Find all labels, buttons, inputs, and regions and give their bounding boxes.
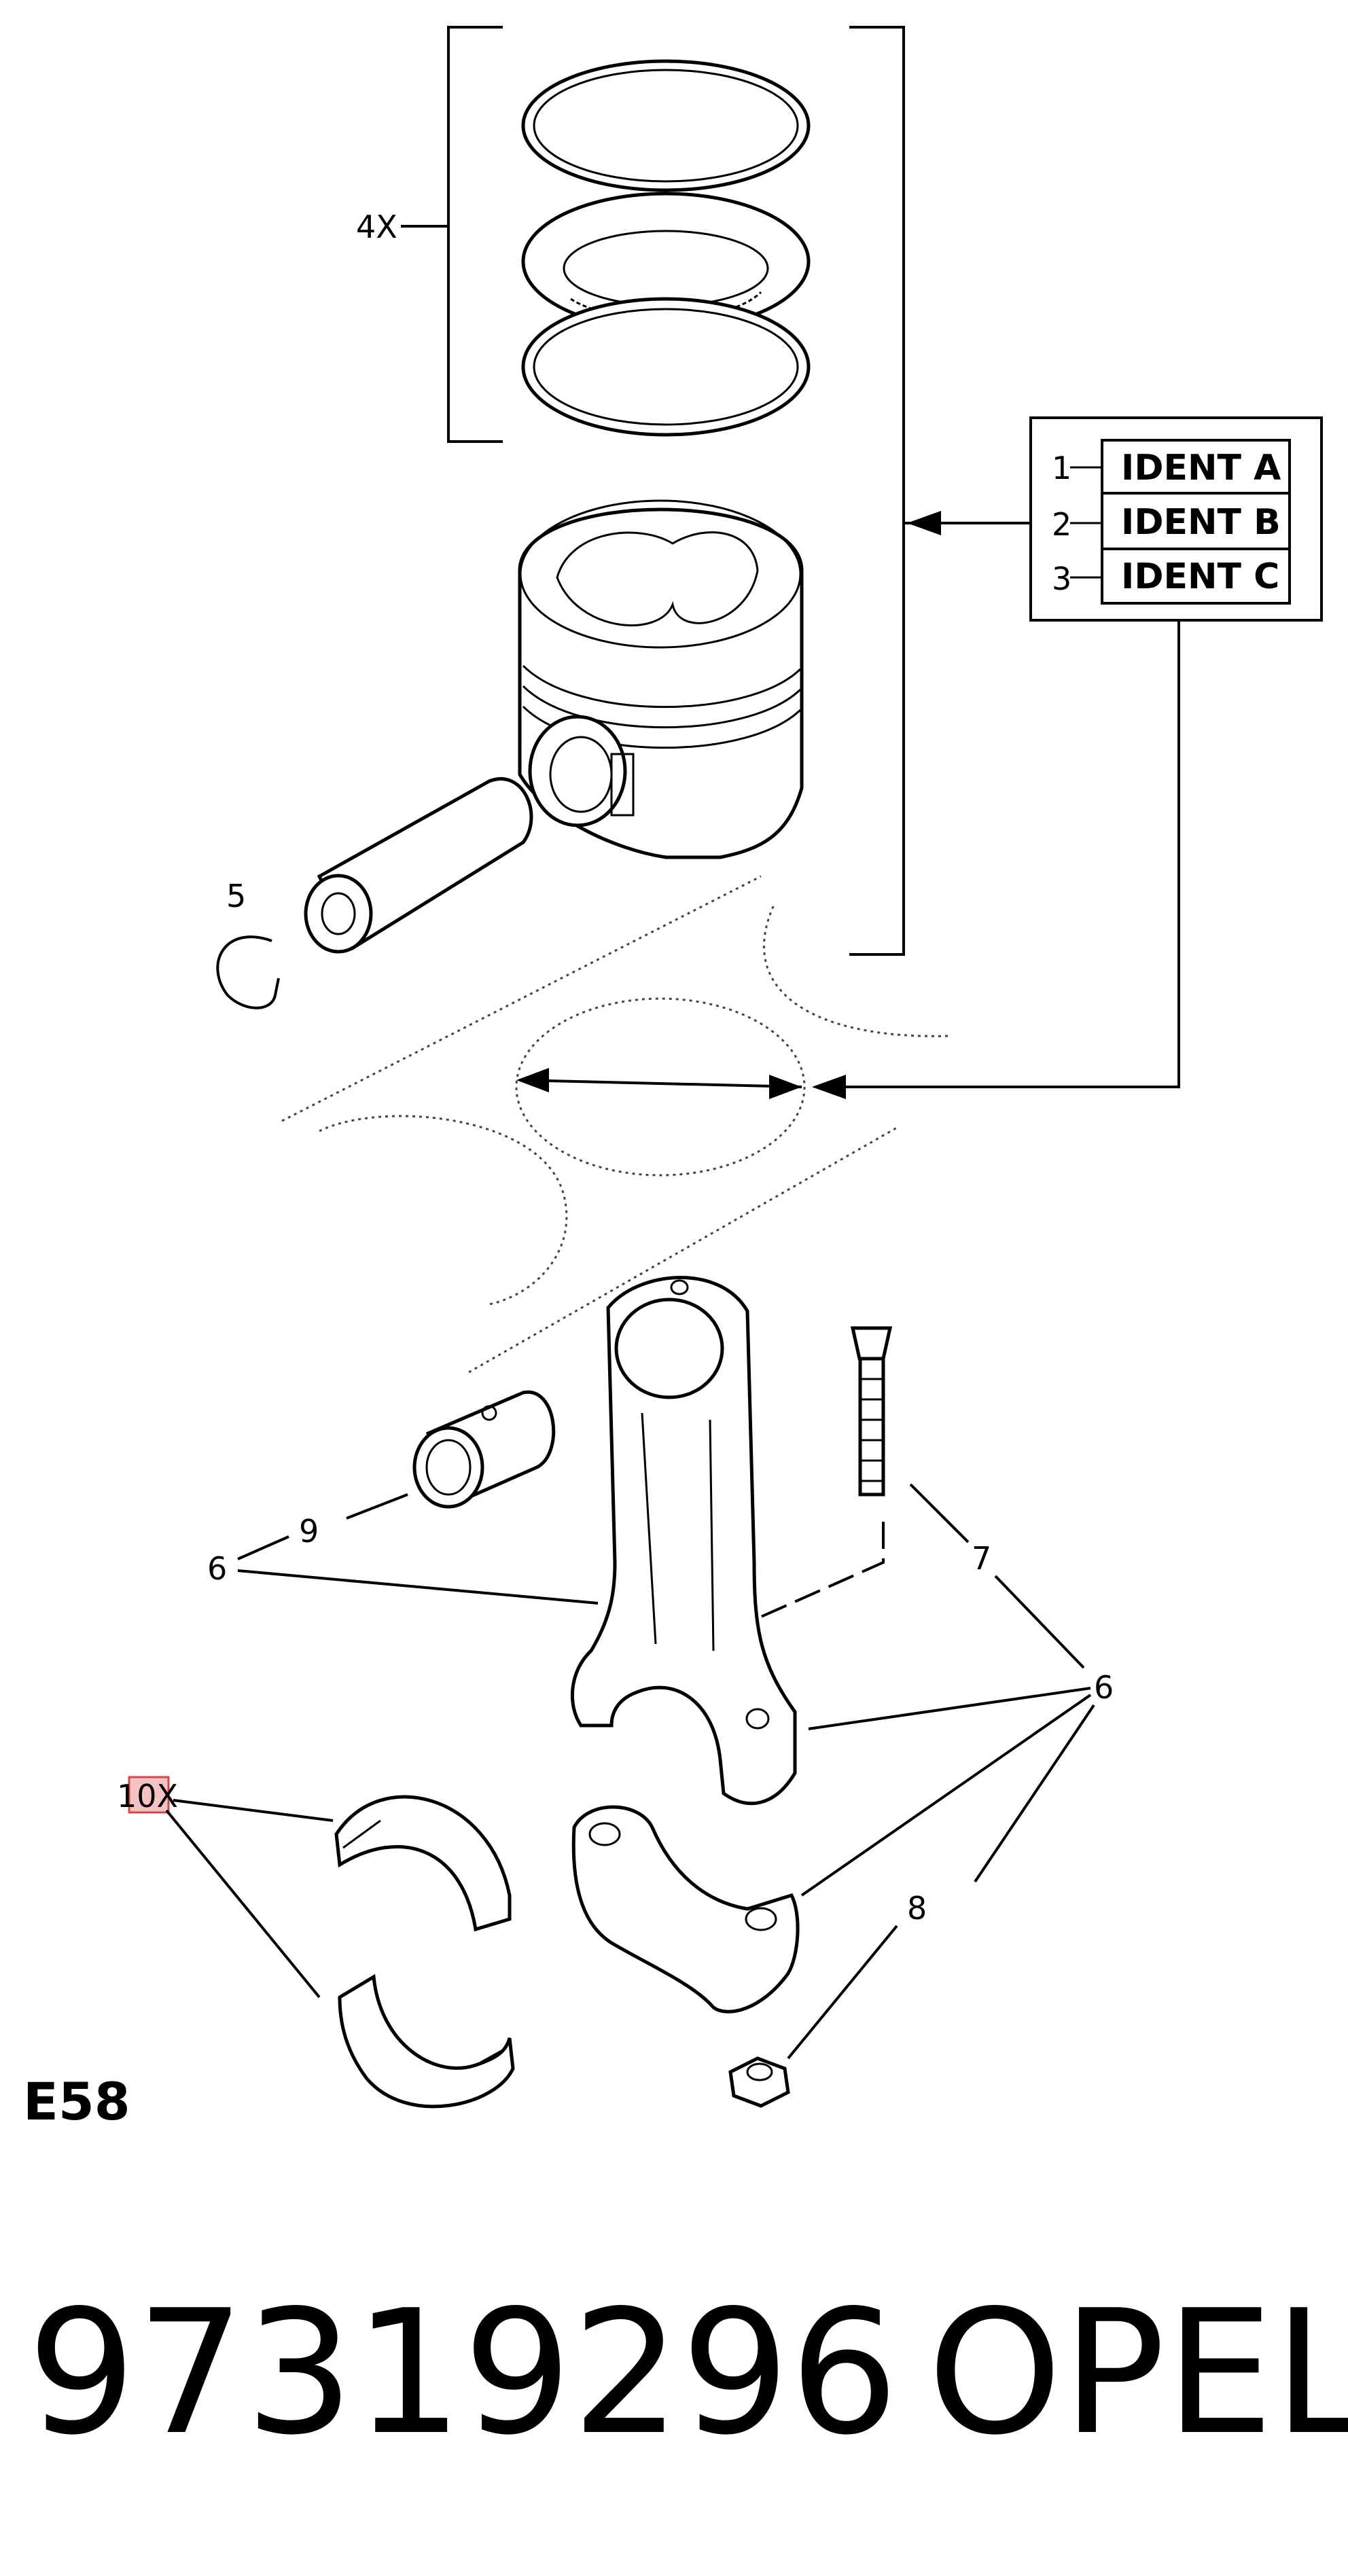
connecting-rod-bolt (760, 1326, 893, 1618)
connecting-rod (570, 1276, 797, 1806)
ident-row-2: 2 IDENT B (1052, 492, 1291, 550)
ident-label: IDENT B (1121, 502, 1281, 543)
bearing-shell-upper (334, 1795, 512, 1932)
piston-ring-set: 4X (356, 26, 811, 443)
connecting-rod-cap (571, 1805, 800, 2014)
nut-leader (787, 1925, 898, 2060)
ident-row-number: 3 (1052, 560, 1071, 597)
callout-rod-left: 6 (207, 1550, 227, 1587)
bolt-leader-upper (909, 1483, 970, 1543)
ring-set-qty-label: 4X (356, 209, 397, 245)
piston-pin-bore (528, 715, 627, 827)
diagram-code: E58 (23, 2071, 130, 2132)
piston-pin (304, 777, 533, 954)
ident-label: IDENT C (1121, 556, 1279, 597)
bearing-qty-highlight (128, 1776, 170, 1814)
callout-snap-ring: 5 (226, 878, 246, 914)
cylinder-bore (515, 997, 806, 1177)
ident-arrow-head (907, 511, 941, 535)
ring-set-bracket (447, 26, 503, 443)
bore-diameter-line (519, 1079, 802, 1088)
brand-name: OPEL (927, 2274, 1348, 2473)
bearing-leader-upper (173, 1799, 334, 1822)
piston-ring-top (521, 55, 811, 192)
rod-left-leader (237, 1569, 599, 1605)
bearing-leader-lower (165, 1809, 321, 1999)
ident-row-number: 1 (1052, 450, 1071, 486)
ident-row-3: 3 IDENT C (1052, 548, 1291, 605)
ident-row-number: 2 (1052, 506, 1071, 543)
piston-ring-bottom (521, 297, 811, 437)
callout-nut: 8 (907, 1890, 927, 1927)
ident-table-frame (1029, 416, 1323, 622)
rod-nut (728, 2056, 790, 2108)
part-number: 97319296 (27, 2274, 899, 2473)
snap-ring: 5 (216, 878, 280, 1009)
bore-arrow-head (812, 1075, 846, 1099)
bearing-shell-lower (338, 1973, 515, 2109)
rod-right-leader-a (808, 1687, 1091, 1730)
assembly-bracket (849, 26, 905, 956)
callout-bearing-qty: 10X (117, 1778, 178, 1814)
callout-rod-right: 6 (1094, 1669, 1114, 1706)
ident-row-1: 1 IDENT A (1052, 439, 1291, 495)
ident-bore-leader (815, 620, 1180, 1088)
rod-small-end (614, 1298, 724, 1399)
rod-right-leader-c (974, 1704, 1095, 1883)
callout-bushing: 9 (299, 1513, 319, 1550)
rod-right-leader-b (800, 1694, 1092, 1897)
callout-bolt: 7 (972, 1540, 991, 1577)
piston (518, 499, 804, 859)
ident-label: IDENT A (1121, 448, 1281, 488)
pin-bushing: 9 (237, 1390, 556, 1560)
cylinder-block-outline (281, 875, 948, 1374)
bolt-leader-lower (994, 1575, 1085, 1669)
ident-table: 1 IDENT A 2 IDENT B 3 IDENT C (1029, 416, 1323, 622)
